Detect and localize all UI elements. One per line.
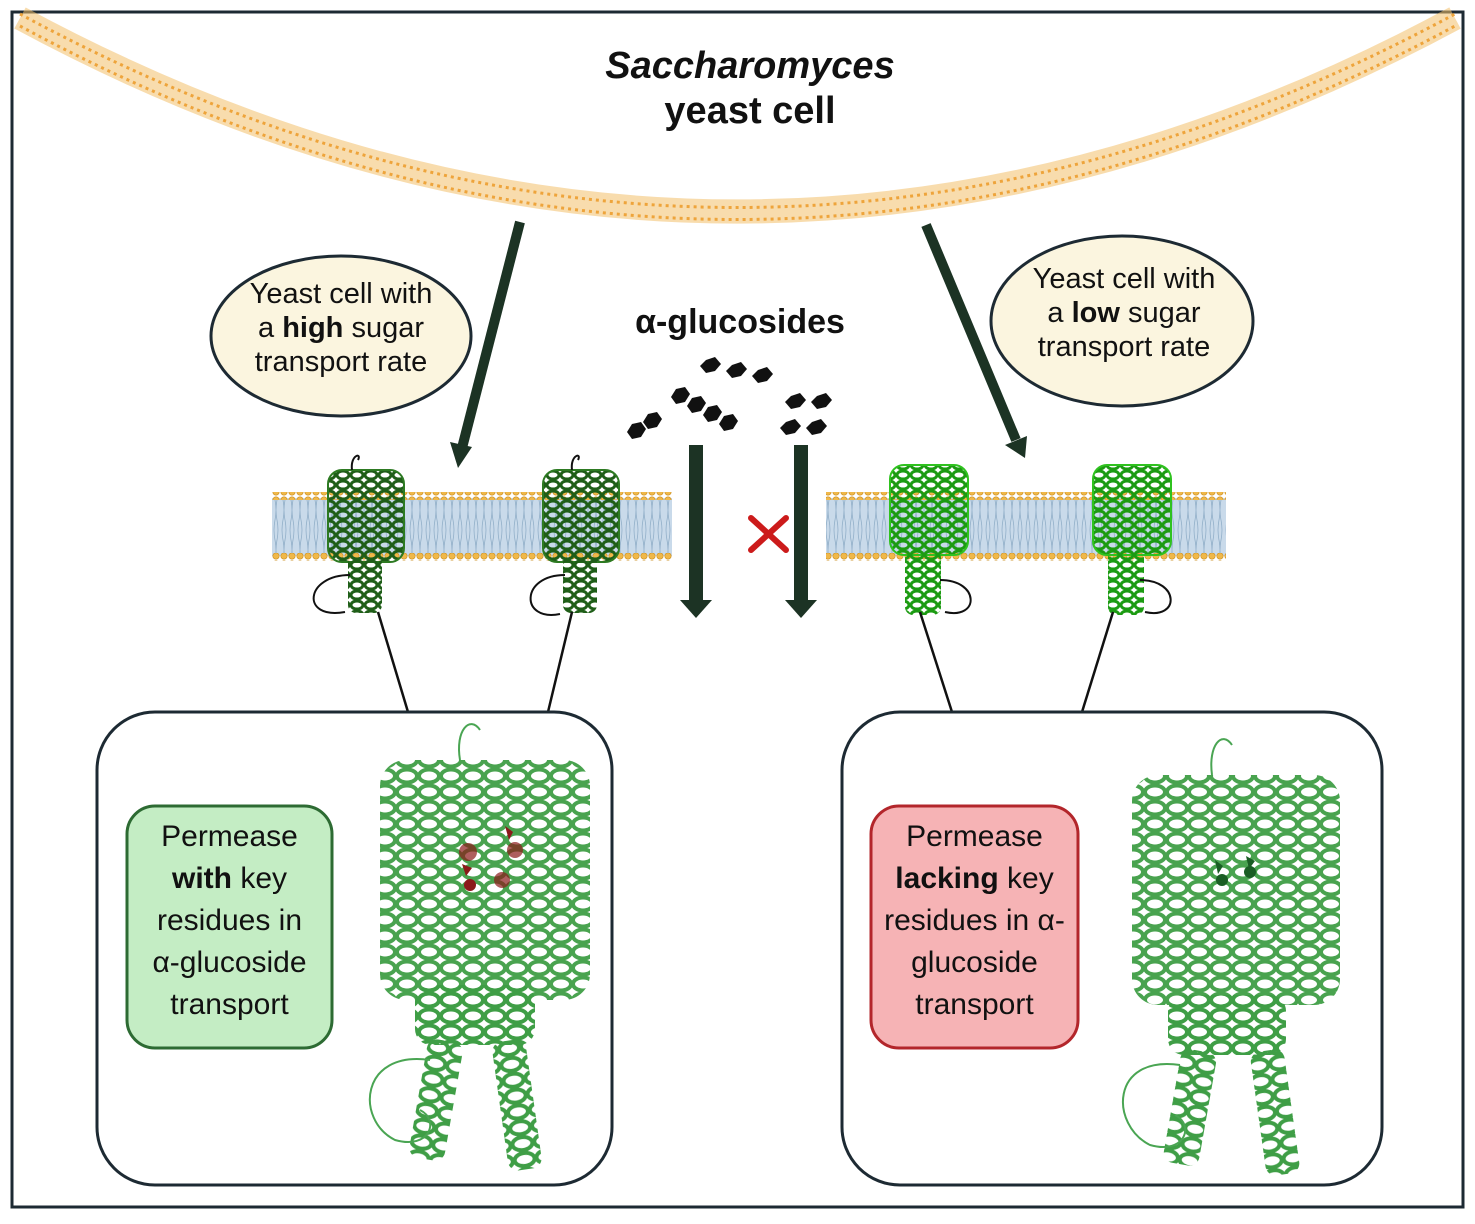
key-residues-green [1215,856,1256,886]
right-box-line1: Permease [906,820,1043,853]
lacking-key-residues-label: Permease lacking key residues in α- gluc… [866,816,1083,1026]
right-box-line5: transport [915,988,1034,1021]
low-transport-label: Yeast cell with a low sugar transport ra… [1012,262,1236,365]
title: Saccharomyces yeast cell [450,44,1050,134]
high-oval-line1: Yeast cell with [249,278,433,310]
low-oval-line3: transport rate [1037,331,1211,364]
title-cell: yeast cell [664,89,836,132]
low-transport-oval [989,234,1255,408]
right-box-line2: lacking key [895,862,1054,895]
low-oval-line2: a low sugar [1047,297,1201,330]
permease-large-lacking-key-residues [1121,738,1340,1176]
high-oval-line3: transport rate [254,346,428,379]
arrow-to-right-membrane [921,223,1027,458]
glucosides-label: α-glucosides [635,303,845,341]
zoom-connectors [376,611,1115,713]
transport-arrow-low [785,445,817,618]
high-transport-oval [209,254,473,418]
left-box-line1: Permease [161,820,298,853]
frame [10,10,1465,1209]
label-box-with-key-residues [125,804,334,1050]
blocked-transport-symbol [748,515,789,553]
permease-small-dark-2 [529,454,620,616]
high-oval-line2: a high sugar [258,312,424,345]
with-key-residues-label: Permease with key residues in α-glucosid… [127,816,332,1026]
high-transport-label: Yeast cell with a high sugar transport r… [231,277,451,380]
low-oval-line1: Yeast cell with [1032,263,1216,295]
permease-small-dark-1 [312,454,405,614]
glucoside-molecules [627,357,832,439]
key-residues-red [459,826,523,891]
left-box-line2: with key [171,862,288,895]
title-species: Saccharomyces [605,45,895,87]
left-box-line3: residues in [156,904,303,937]
transport-arrow-high [680,445,712,618]
arrow-to-left-membrane [450,220,525,468]
left-box-line5: transport [170,988,289,1021]
label-box-lacking-key-residues [869,804,1080,1050]
permease-large-with-key-residues [368,723,590,1171]
left-box-line4: α-glucoside [152,946,307,979]
cell-membrane-arc [14,7,1461,224]
permease-small-bright-2 [1092,464,1172,615]
right-box-line3: residues in α- [884,904,1065,937]
right-box-line4: glucoside [911,946,1038,979]
permease-small-bright-1 [889,464,972,615]
